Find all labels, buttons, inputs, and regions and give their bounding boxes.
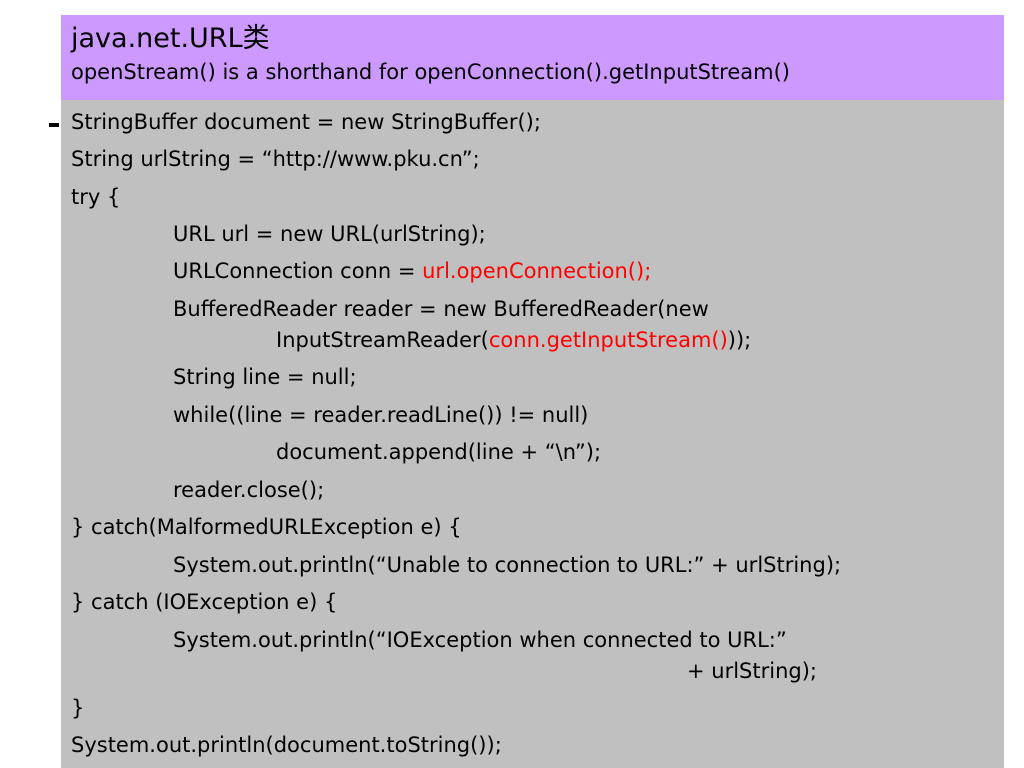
code-line-7-end: )); [727, 328, 752, 352]
code-line-2: String urlString = “http://www.pku.cn”; [71, 147, 480, 171]
highlight-get-input-stream: conn.getInputStream() [488, 328, 728, 352]
code-line-11: reader.close(); [173, 478, 325, 502]
code-line-18: System.out.println(document.toString()); [71, 733, 502, 757]
code-line-17: } [71, 696, 85, 720]
slide-subtitle: openStream() is a shorthand for openConn… [71, 60, 790, 84]
code-line-4: URL url = new URL(urlString); [173, 222, 486, 246]
code-line-13: System.out.println(“Unable to connection… [173, 553, 842, 577]
code-line-16: + urlString); [687, 659, 817, 683]
slide-header: java.net.URL类 openStream() is a shorthan… [61, 15, 1004, 100]
bullet-marker [49, 123, 59, 127]
code-line-9: while((line = reader.readLine()) != null… [173, 403, 589, 427]
code-line-7: InputStreamReader(conn.getInputStream())… [276, 326, 751, 354]
highlight-open-connection: url.openConnection(); [422, 259, 652, 283]
code-line-1: StringBuffer document = new StringBuffer… [71, 110, 541, 134]
slide-title: java.net.URL类 [71, 23, 270, 54]
code-block [61, 100, 1004, 768]
code-line-10: document.append(line + “\n”); [276, 440, 602, 464]
code-line-5: URLConnection conn = url.openConnection(… [173, 257, 651, 285]
code-line-15: System.out.println(“IOException when con… [173, 628, 787, 652]
code-line-14: } catch (IOException e) { [71, 590, 338, 614]
code-line-7-text: InputStreamReader( [276, 328, 489, 352]
code-line-12: } catch(MalformedURLException e) { [71, 515, 462, 539]
code-line-8: String line = null; [173, 365, 357, 389]
code-line-5-text: URLConnection conn = [173, 259, 423, 283]
code-line-6: BufferedReader reader = new BufferedRead… [173, 297, 709, 321]
code-line-3: try { [71, 185, 121, 209]
